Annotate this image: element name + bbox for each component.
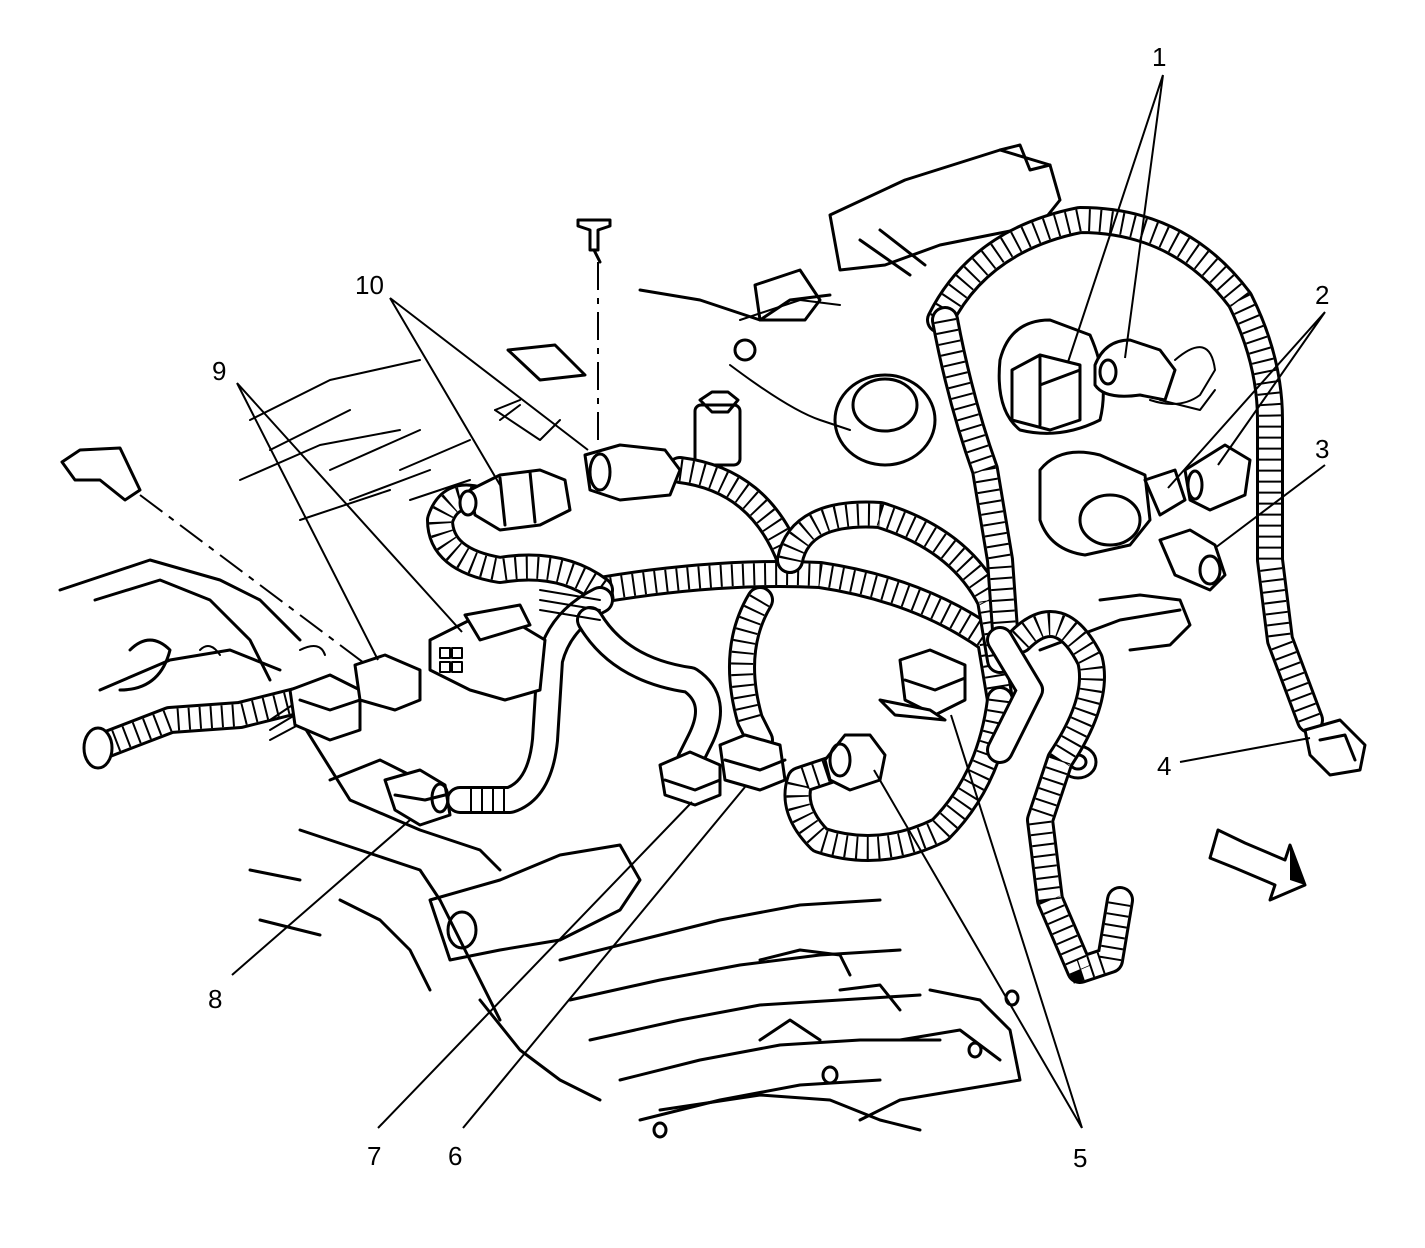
- connector-6: [718, 733, 787, 792]
- connector-9a: [288, 653, 422, 742]
- connector-2: [1038, 443, 1252, 557]
- connector-7: [658, 750, 722, 807]
- callout-7: 7: [367, 1141, 381, 1171]
- connector-5a: [823, 733, 887, 792]
- callout-6: 6: [448, 1141, 462, 1171]
- connector-1a: [997, 318, 1105, 435]
- connector-10a: [458, 468, 572, 532]
- connector-5b: [878, 648, 967, 722]
- leader-lines: [231, 74, 1326, 1129]
- connector-1b: [1093, 338, 1216, 411]
- callout-labels: 1 2 3 4 5 6 7 8 9 10: [208, 42, 1329, 1173]
- wiring-harness: [82, 206, 1324, 984]
- connector-4: [1303, 718, 1367, 777]
- callout-8: 8: [208, 984, 222, 1014]
- engine-block-outline: [58, 143, 1192, 1139]
- direction-arrow: [1208, 828, 1307, 902]
- callout-3: 3: [1315, 434, 1329, 464]
- callout-5: 5: [1073, 1143, 1087, 1173]
- callout-2: 2: [1315, 280, 1329, 310]
- connector-3: [1158, 528, 1227, 592]
- callout-10: 10: [355, 270, 384, 300]
- connector-9b: [428, 603, 547, 702]
- callout-4: 4: [1157, 751, 1171, 781]
- connector-8: [383, 768, 452, 827]
- connectors: [288, 318, 1367, 827]
- connector-10b: [583, 443, 682, 502]
- installation-lines: [139, 262, 599, 691]
- callout-1: 1: [1152, 42, 1166, 72]
- callout-9: 9: [212, 356, 226, 386]
